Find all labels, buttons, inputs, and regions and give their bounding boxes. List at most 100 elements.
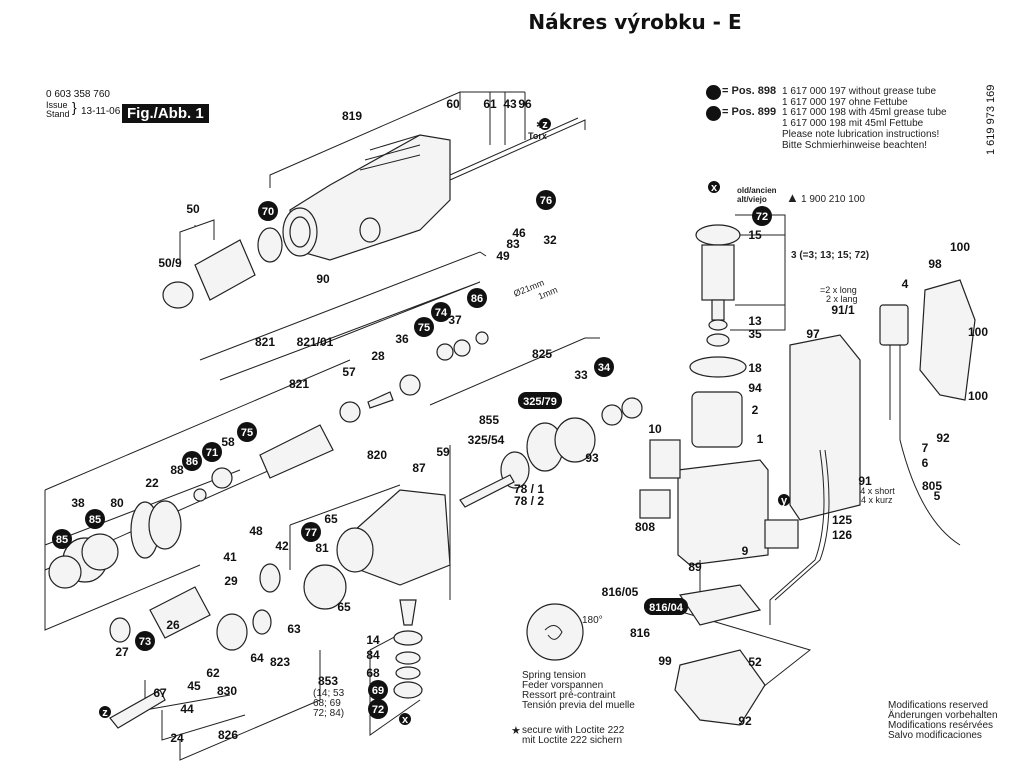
figure-label: Fig./Abb. 1	[122, 104, 209, 123]
part-label-100c: 100	[968, 389, 988, 403]
bullet-marker-72b: 72	[752, 206, 772, 226]
part-label-830: 830	[217, 684, 237, 698]
long-screw-de: 2 x lang	[826, 294, 858, 304]
bullet-circle-icon	[237, 422, 257, 442]
part-label-808: 808	[635, 520, 655, 534]
part-label-91: 91	[858, 474, 872, 488]
bullet-circle-icon	[301, 522, 321, 542]
part-label-63: 63	[287, 622, 301, 636]
bullet-circle-icon	[431, 302, 451, 322]
spring-note-fr: Ressort pré-contraint	[522, 690, 616, 701]
part-label-100a: 100	[950, 240, 970, 254]
part-label-36: 36	[395, 332, 409, 346]
bullet-text: 86	[471, 293, 483, 305]
part-label-42: 42	[275, 539, 289, 553]
part-label-81: 81	[315, 541, 329, 555]
pos-898-line1: 1 617 000 197 without grease tube	[782, 86, 937, 97]
part-label-62: 62	[206, 666, 220, 680]
modifications-en: Modifications reserved	[888, 700, 989, 711]
part-label-92b: 92	[738, 714, 752, 728]
part-label-325-54: 325/54	[468, 433, 505, 447]
loctite-note-en: secure with Loctite 222	[522, 725, 625, 736]
part-label-67: 67	[153, 686, 167, 700]
part-label-50-9: 50/9	[158, 256, 182, 270]
modifications-fr: Modifications resérvées	[888, 720, 994, 731]
grease-899-bullet-icon	[706, 106, 721, 121]
hammer-housing	[282, 134, 451, 261]
part-label-27: 27	[115, 645, 129, 659]
bullet-text: z	[102, 707, 108, 719]
part-label-98: 98	[928, 257, 942, 271]
part-label-2: 2	[752, 403, 759, 417]
bullet-text: 77	[305, 527, 317, 539]
issue-label: Issue	[46, 100, 68, 110]
bullet-text: 72	[372, 704, 384, 716]
spring-angle: 180°	[582, 615, 603, 626]
bullet-marker-73: 73	[135, 631, 155, 651]
short-screw-note: =4 x short 4 x kurz	[855, 487, 895, 505]
spring-note-es: Tensión previa del muelle	[522, 700, 635, 711]
bullet-text: 85	[56, 534, 68, 546]
pill-marker-325-79: 325/79	[518, 392, 562, 409]
bullet-marker-z2: z	[99, 706, 111, 719]
crank-parts	[109, 586, 272, 729]
part-label-88: 88	[170, 463, 184, 477]
part-label-83: 83	[506, 237, 520, 251]
part-label-35: 35	[748, 327, 762, 341]
part-label-126: 126	[832, 528, 852, 542]
part-label-38: 38	[71, 496, 85, 510]
bullet-marker-76: 76	[536, 190, 556, 210]
bullet-text: x	[711, 182, 718, 194]
bullet-circle-icon	[258, 201, 278, 221]
modifications-de: Änderungen vorbehalten	[888, 710, 998, 721]
bullet-circle-icon	[368, 699, 388, 719]
pill-marker-816-04: 816/04	[644, 598, 688, 615]
part-label-92a: 92	[936, 431, 950, 445]
loctite-note-de: mit Loctite 222 sichern	[522, 735, 623, 746]
spring-note-de: Feder vorspannen	[522, 680, 604, 691]
part-label-84: 84	[366, 648, 380, 662]
bullet-circle-icon	[536, 190, 556, 210]
bullet-text: 73	[139, 636, 151, 648]
part-label-45: 45	[187, 679, 201, 693]
short-screw-de: 4 x kurz	[861, 495, 893, 505]
part-label-1: 1	[757, 432, 764, 446]
part-label-87: 87	[412, 461, 426, 475]
part-label-44: 44	[180, 702, 194, 716]
bullet-text: 71	[206, 447, 218, 459]
gear-unit	[459, 397, 643, 508]
part-label-853: 853	[318, 674, 338, 688]
part-label-26: 26	[166, 618, 180, 632]
spring-note-en: Spring tension	[522, 670, 586, 681]
bullet-text: 75	[241, 427, 253, 439]
spindle-parts	[48, 331, 489, 589]
bullet-text: 74	[435, 307, 448, 319]
page-title: Nákres výrobku - E	[528, 10, 742, 34]
part-label-29: 29	[224, 574, 238, 588]
bullet-marker-69: 69	[368, 680, 388, 700]
bullet-circle-icon	[467, 288, 487, 308]
pill-bg	[518, 392, 562, 409]
pos-898-label: = Pos. 898	[722, 85, 777, 97]
bullet-circle-icon	[202, 442, 222, 462]
part-label-826: 826	[218, 728, 238, 742]
grease-898-bullet-icon	[706, 85, 721, 100]
part-label-58: 58	[221, 435, 235, 449]
bullet-marker-z1: z	[539, 118, 551, 131]
bullet-marker-72a: 72	[368, 699, 388, 719]
part-label-819: 819	[342, 109, 362, 123]
gear-housing	[259, 489, 451, 610]
bullet-marker-85b: 85	[52, 529, 72, 549]
bullet-marker-86: 86	[467, 288, 487, 308]
handle-parts	[769, 279, 976, 625]
part-label-823: 823	[270, 655, 290, 669]
part-label-60: 60	[446, 97, 460, 111]
bearing-set-note: (14; 53 68; 69 72; 84)	[313, 688, 345, 719]
part-label-68: 68	[366, 666, 380, 680]
part-label-805: 805	[922, 479, 942, 493]
bullet-circle-icon	[368, 680, 388, 700]
part-label-9: 9	[742, 544, 749, 558]
pill-markers: 325/79 816/04	[518, 392, 688, 615]
part-label-22: 22	[145, 476, 159, 490]
part-label-46: 46	[512, 226, 526, 240]
